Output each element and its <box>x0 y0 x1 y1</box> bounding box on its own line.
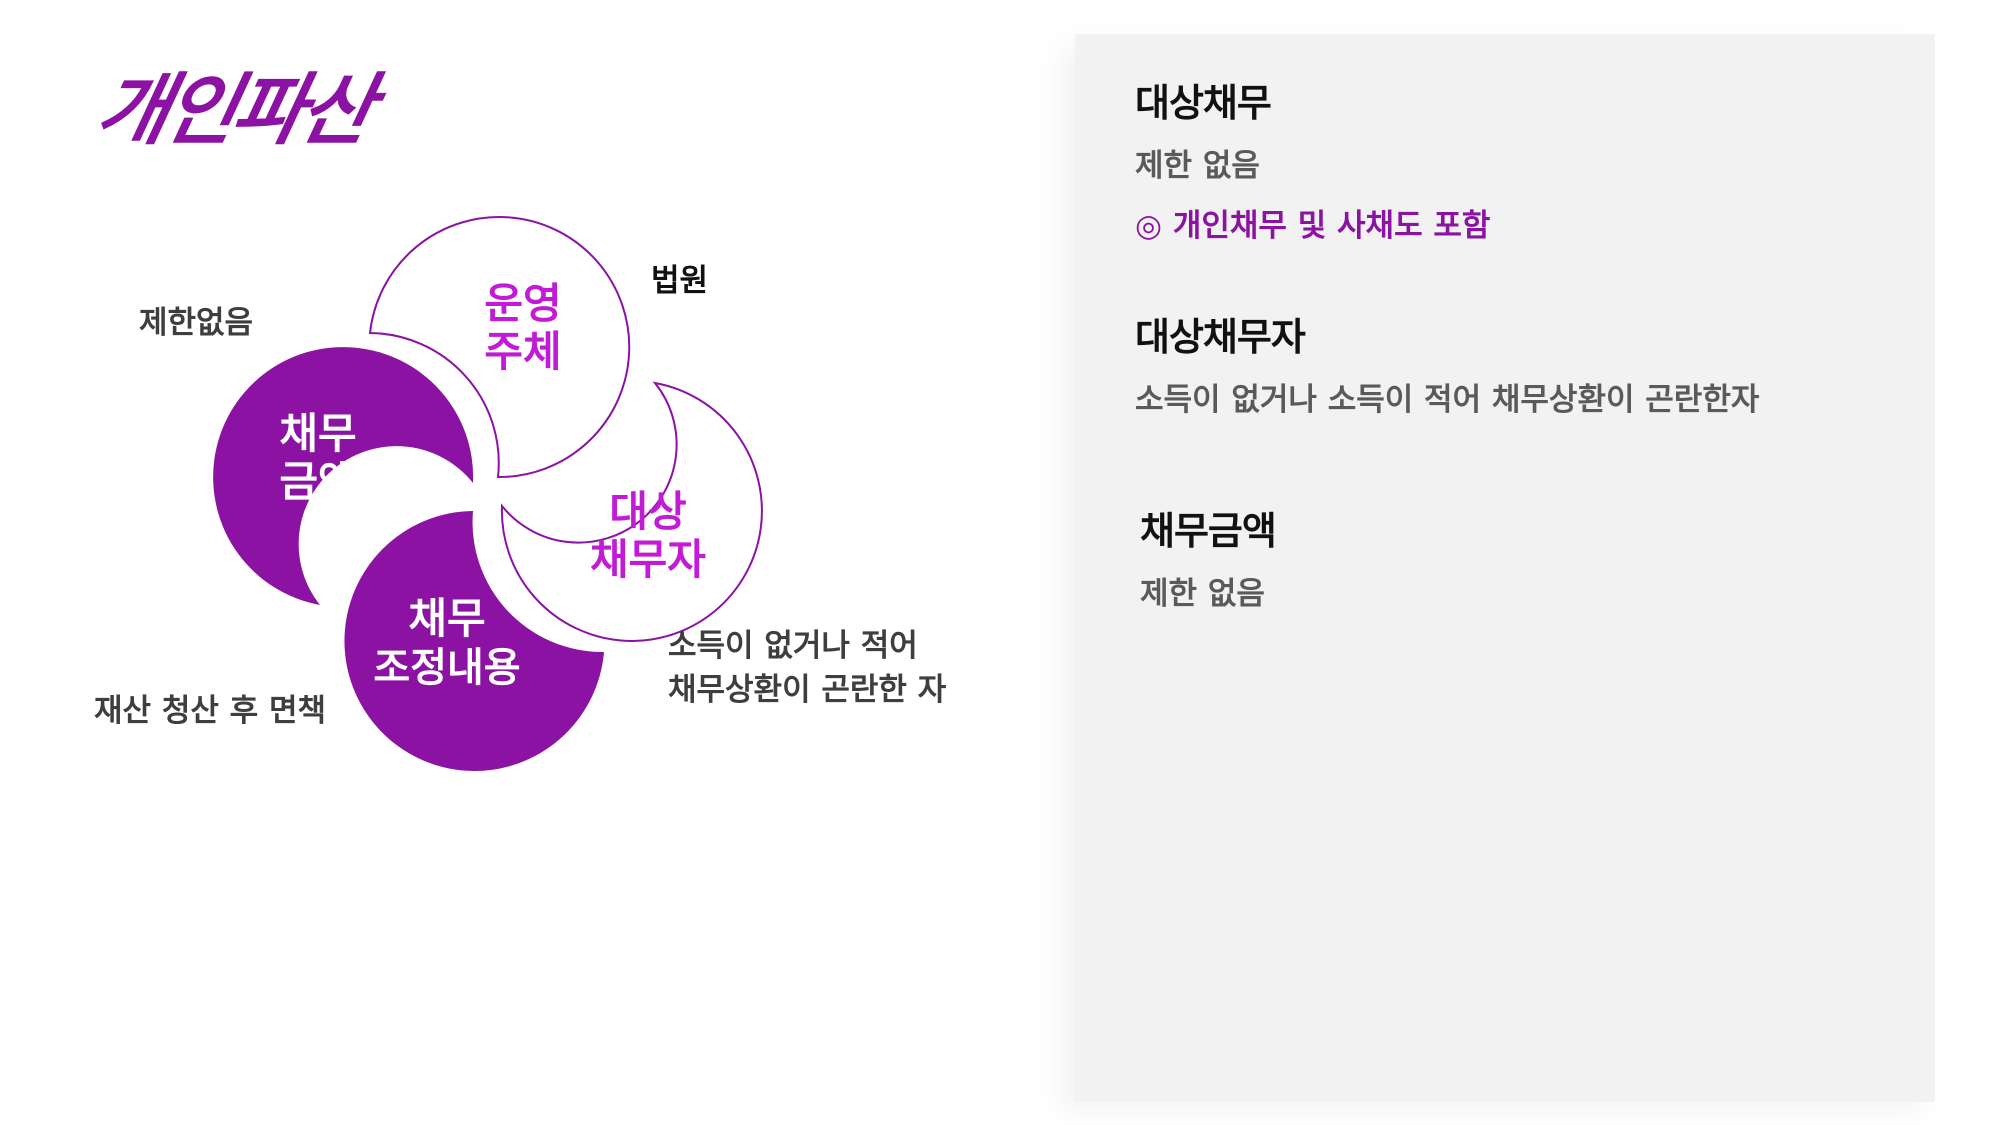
label-target-debtor-line1: 소득이 없거나 적어 <box>668 628 918 664</box>
petal-debt-amount-line2: 금액 <box>279 457 356 506</box>
section-target-debtor-heading: 대상채무자 <box>1135 315 1306 359</box>
section-target-debt-value: 제한 없음 <box>1135 148 1260 184</box>
petal-target-debtor-line1: 대상 <box>609 487 686 536</box>
section-debt-amount-heading: 채무금액 <box>1140 509 1277 553</box>
petal-operating-body-line1: 운영 <box>484 279 561 328</box>
summary-panel: 대상채무 제한 없음 ◎ 개인채무 및 사채도 포함 대상채무자 소득이 없거나… <box>1075 34 1935 1102</box>
petal-target-debtor-line2: 채무자 <box>590 535 706 584</box>
four-petal-diagram: 운영 주체 대상 채무자 채무 금액 채무 조정내용 <box>213 216 763 771</box>
petal-adjustment-line2: 조정내용 <box>373 645 520 691</box>
label-target-debtor-line2: 채무상환이 곤란한 자 <box>668 672 947 708</box>
section-target-debt-heading: 대상채무 <box>1135 81 1272 125</box>
petal-adjustment <box>344 511 604 771</box>
petal-operating-body-line2: 주체 <box>484 327 561 376</box>
section-debt-amount-value: 제한 없음 <box>1140 576 1265 612</box>
petal-debt-amount <box>213 347 474 605</box>
label-adjustment: 재산 청산 후 면책 <box>94 693 327 729</box>
petal-target-debtor <box>500 381 763 642</box>
petal-debt-amount-line1: 채무 <box>279 409 356 458</box>
petal-adjustment-line1: 채무 <box>408 594 485 643</box>
label-operating-body: 법원 <box>651 263 709 299</box>
section-target-debtor-value: 소득이 없거나 소득이 적어 채무상환이 곤란한자 <box>1135 382 1760 418</box>
section-target-debt-note: ◎ 개인채무 및 사채도 포함 <box>1135 208 1491 244</box>
petal-operating-body <box>368 216 631 479</box>
label-debt-amount: 제한없음 <box>139 305 254 341</box>
